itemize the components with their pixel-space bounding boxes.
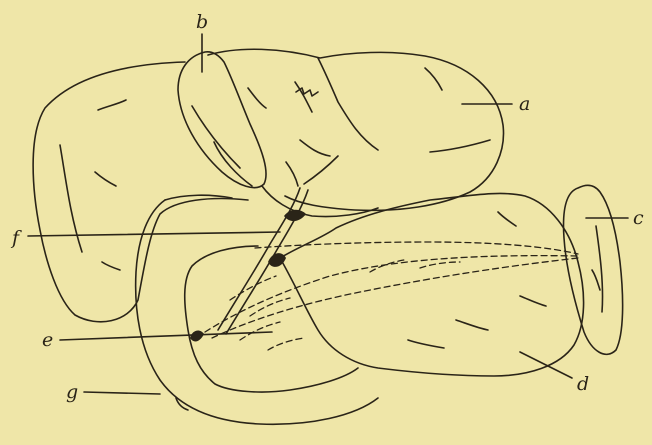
left-lobe-outline [33, 62, 248, 322]
left-lobe-mark-3 [102, 262, 120, 270]
pancreatic-duct-branch-1 [230, 276, 276, 300]
leader-line-e [60, 332, 272, 340]
label-e: e [42, 329, 53, 351]
right-lobe-fissure [318, 58, 378, 150]
left-lobe-mark-2 [95, 172, 116, 186]
hepatic-duct-left [286, 162, 298, 186]
pancreas-outline [280, 193, 584, 376]
papilla-upper [284, 210, 306, 221]
pancreatic-duct-branch-3 [268, 338, 304, 350]
pancreatic-duct-upper [255, 242, 578, 254]
leader-line-g [84, 392, 160, 394]
right-lobe-mark-2 [295, 82, 312, 112]
pancreatic-duct-branch-6 [420, 262, 460, 268]
caudate-lobe [262, 186, 378, 217]
spleen-inner [596, 226, 603, 312]
hepatic-duct-right [304, 156, 338, 184]
right-lobe-mark-3 [425, 68, 442, 90]
label-d: d [577, 373, 589, 395]
hatch-mark [296, 88, 318, 96]
common-duct-a [218, 188, 300, 330]
right-lobe-mark-4 [300, 140, 330, 156]
label-a: a [519, 93, 530, 115]
right-lobe-mark-1 [248, 88, 266, 108]
leader-line-f [28, 232, 280, 236]
pancreas-mark-2 [520, 296, 546, 306]
label-g: g [66, 381, 78, 403]
spleen [564, 185, 623, 354]
pancreas-mark-4 [456, 320, 488, 330]
pancreas-mark-1 [498, 212, 516, 226]
papilla-lower [190, 331, 204, 342]
left-lobe-mark-1 [98, 100, 126, 110]
label-f: f [10, 227, 22, 249]
right-lobe-lower-edge [430, 140, 490, 152]
gall-bladder [178, 52, 266, 188]
label-c: c [633, 207, 644, 229]
label-b: b [196, 11, 208, 33]
pancreatic-duct-branch-2 [240, 322, 280, 340]
pancreatic-duct-branch-4 [250, 298, 290, 316]
pancreatic-duct-main [205, 256, 578, 332]
gall-bladder-inner [192, 106, 240, 168]
spleen-mark [592, 270, 600, 290]
pancreas-mark-3 [408, 340, 444, 348]
duodenum-inner [185, 246, 358, 392]
